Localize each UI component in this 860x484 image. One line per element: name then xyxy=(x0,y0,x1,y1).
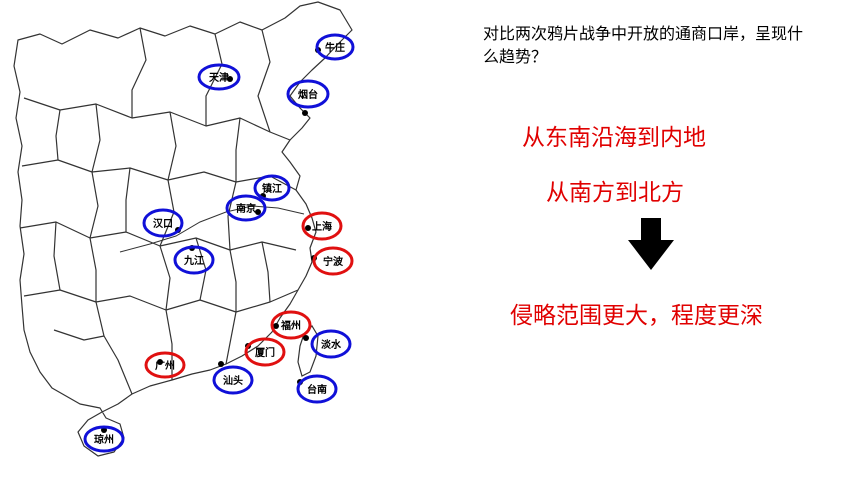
port-label: 汉口 xyxy=(153,217,173,230)
port-dot xyxy=(227,76,233,82)
port-label: 南京 xyxy=(236,202,256,215)
port-ring xyxy=(253,174,291,202)
port-label: 牛庄 xyxy=(325,41,345,54)
port-marker: 台南 xyxy=(296,374,338,404)
port-marker: 天津 xyxy=(197,63,241,91)
port-marker: 琼州 xyxy=(83,425,125,453)
port-label: 九江 xyxy=(183,254,204,267)
port-ring xyxy=(312,246,354,276)
map-borders xyxy=(13,1,353,457)
port-ring xyxy=(83,425,125,453)
taiwan-outline xyxy=(297,325,319,377)
port-ring xyxy=(310,329,352,359)
port-ring xyxy=(173,245,215,275)
port-dot xyxy=(273,323,279,329)
conclusion-coast-to-inland: 从东南沿海到内地 xyxy=(522,125,706,151)
port-marker: 烟台 xyxy=(286,79,330,116)
port-ring xyxy=(225,194,267,222)
down-arrow-icon xyxy=(628,218,674,270)
port-marker: 宁波 xyxy=(311,246,354,276)
port-marker: 广州 xyxy=(144,351,186,379)
port-label: 琼州 xyxy=(94,433,114,446)
conclusion-south-to-north: 从南方到北方 xyxy=(546,180,684,206)
port-dot xyxy=(157,359,163,365)
port-label: 福州 xyxy=(280,319,301,332)
port-label: 厦门 xyxy=(255,346,275,359)
port-marker: 厦门 xyxy=(244,337,286,367)
port-marker: 汉口 xyxy=(142,208,184,238)
port-label: 镇江 xyxy=(262,182,282,195)
port-label: 淡水 xyxy=(321,338,342,351)
port-marker: 上海 xyxy=(301,211,343,241)
port-marker: 汕头 xyxy=(212,361,254,395)
port-label: 天津 xyxy=(209,71,229,84)
port-ring xyxy=(197,63,241,91)
port-marker: 牛庄 xyxy=(315,33,355,61)
port-marker: 南京 xyxy=(225,194,267,222)
port-label: 汕头 xyxy=(223,374,243,387)
port-dot xyxy=(303,335,309,341)
port-ring xyxy=(270,310,312,340)
port-ring xyxy=(296,374,338,404)
port-dot xyxy=(305,225,311,231)
port-dot xyxy=(255,209,261,215)
port-dot xyxy=(302,110,308,116)
port-ring xyxy=(244,337,286,367)
question-text: 对比两次鸦片战争中开放的通商口岸，呈现什么趋势？ xyxy=(483,24,804,66)
port-marker: 镇江 xyxy=(253,174,291,202)
port-label: 烟台 xyxy=(298,88,318,101)
port-ring xyxy=(142,208,184,238)
port-ring xyxy=(212,365,254,395)
port-dot xyxy=(218,361,224,367)
port-label: 宁波 xyxy=(323,255,344,268)
port-ring xyxy=(301,211,343,241)
port-label: 台南 xyxy=(307,383,327,396)
port-marker: 淡水 xyxy=(303,329,352,359)
port-label: 上海 xyxy=(312,220,332,233)
port-marker: 九江 xyxy=(173,245,215,275)
port-ring xyxy=(144,351,186,379)
port-ring xyxy=(286,79,330,109)
yangtze-river xyxy=(119,205,305,253)
port-marker: 福州 xyxy=(270,310,312,340)
port-label: 广州 xyxy=(155,359,175,372)
conclusion-scope-and-depth: 侵略范围更大，程度更深 xyxy=(510,303,763,329)
port-ring xyxy=(315,33,355,61)
